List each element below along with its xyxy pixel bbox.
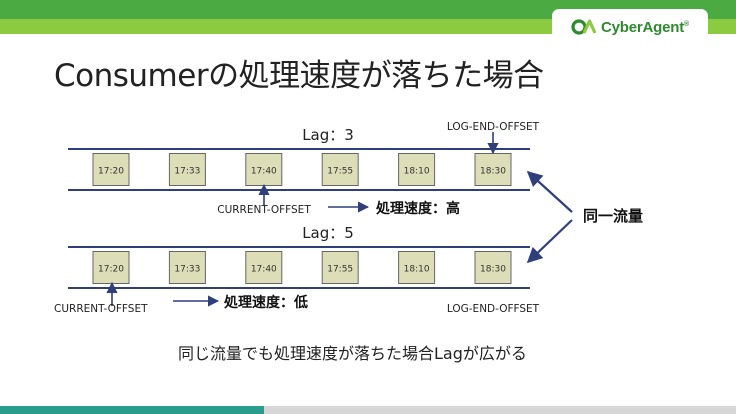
processing-speed-label: 処理速度：高 [375, 200, 460, 217]
offset-cell [321, 153, 359, 186]
brand-name: CyberAgent® [601, 18, 689, 36]
offset-cell [398, 153, 436, 186]
offset-cell [398, 251, 436, 284]
offset-time: 17:55 [327, 167, 353, 177]
offset-time: 18:10 [404, 167, 430, 177]
footer-bar-accent [0, 406, 264, 414]
offset-time: 17:40 [251, 167, 277, 177]
offset-cell [92, 251, 130, 284]
offset-cell [168, 251, 206, 284]
same-flow-label: 同一流量 [583, 207, 643, 225]
brand-logo-icon [571, 19, 597, 35]
offset-time: 17:20 [98, 265, 124, 275]
offset-cell [474, 153, 512, 186]
offset-time: 18:10 [404, 265, 430, 275]
offset-time: 17:40 [251, 265, 277, 275]
slide-caption: 同じ流量でも処理速度が落ちた場合Lagが広がる [178, 344, 527, 363]
lag-label: Lag：5 [302, 224, 354, 242]
offset-time: 18:30 [480, 265, 506, 275]
offset-cell [92, 153, 130, 186]
current-offset-label: CURRENT-OFFSET [217, 204, 311, 216]
offset-time: 17:33 [174, 167, 200, 177]
offset-cell [321, 251, 359, 284]
offset-time: 17:20 [98, 167, 124, 177]
offset-time: 17:55 [327, 265, 353, 275]
same-flow-arrow-bottom [526, 219, 573, 264]
offset-cell [474, 251, 512, 284]
footer-bar [264, 406, 736, 414]
current-offset-label: CURRENT-OFFSET [54, 303, 148, 315]
same-flow-arrow-top [526, 170, 573, 213]
log-end-offset-label: LOG-END-OFFSET [447, 303, 540, 315]
offset-time: 17:33 [174, 265, 200, 275]
page-title: Consumerの処理速度が落ちた場合 [54, 58, 544, 94]
brand-logo: CyberAgent® [552, 9, 708, 45]
offset-time: 18:30 [480, 167, 506, 177]
processing-speed-label: 処理速度：低 [223, 294, 308, 311]
offset-cell [168, 153, 206, 186]
lag-label: Lag：3 [302, 126, 354, 144]
log-end-offset-label: LOG-END-OFFSET [447, 121, 540, 133]
offset-cell [245, 251, 283, 284]
